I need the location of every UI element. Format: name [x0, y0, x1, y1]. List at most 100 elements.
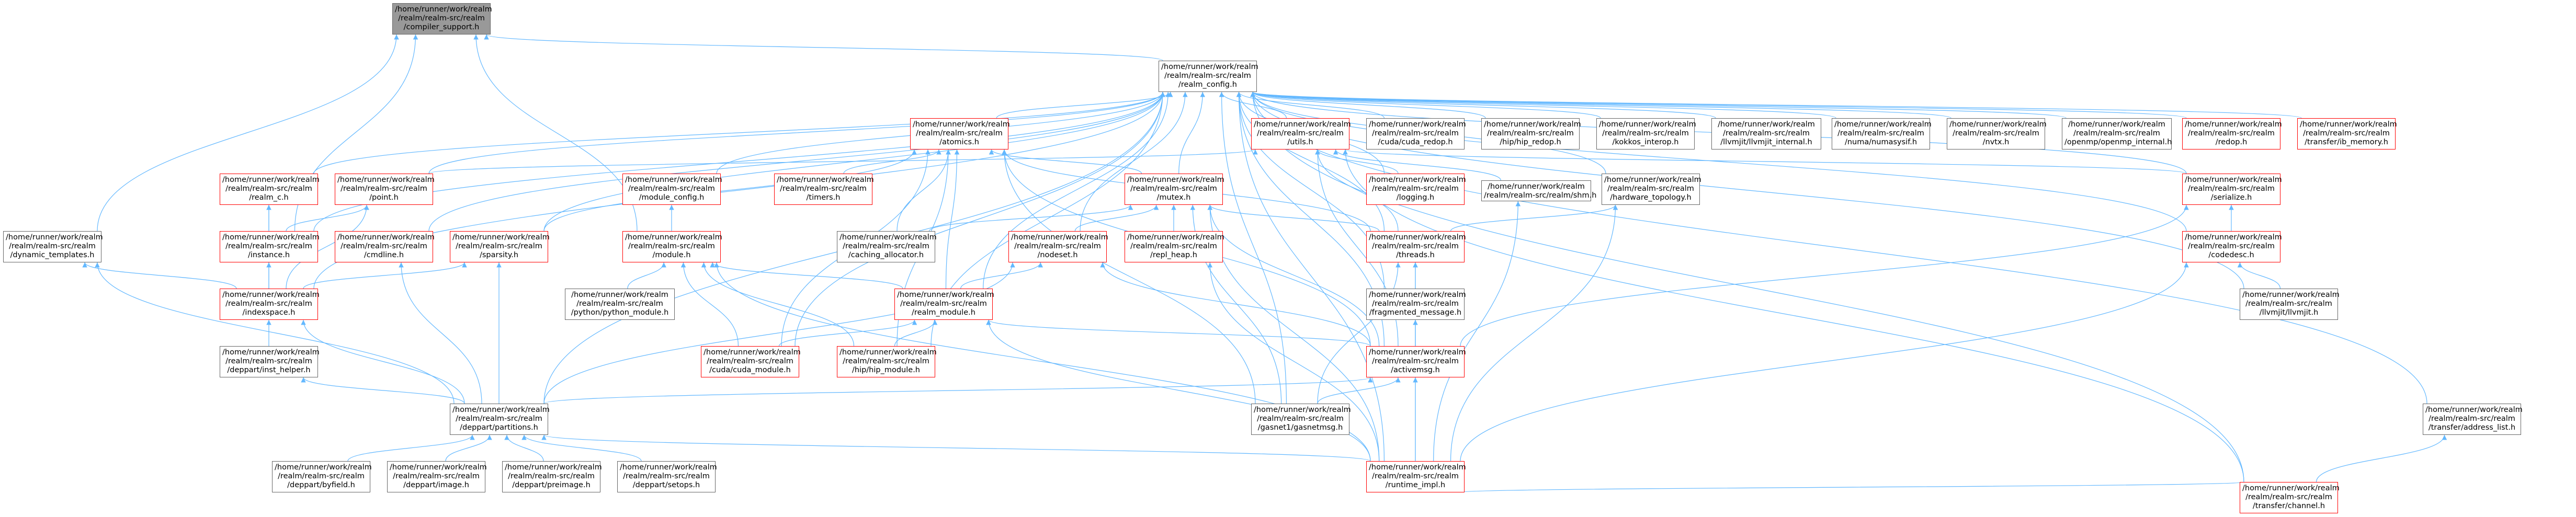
node-channel[interactable]: /home/runner/work/realm/realm/realm-src/…	[2240, 482, 2340, 513]
edge-address_list-to-channel	[2316, 434, 2447, 482]
edge-realm_config-to-nvtx	[1250, 91, 1951, 119]
node-llvmjit-internal[interactable]: /home/runner/work/realm/realm/realm-src/…	[1711, 118, 1821, 150]
node-hardware-topology[interactable]: /home/runner/work/realm/realm/realm-src/…	[1602, 174, 1701, 205]
node-setops[interactable]: /home/runner/work/realm/realm/realm-src/…	[617, 461, 717, 492]
node-cmdline[interactable]: /home/runner/work/realm/realm/realm-src/…	[335, 231, 435, 262]
node-instance[interactable]: /home/runner/work/realm/realm/realm-src/…	[220, 231, 320, 262]
node-realm-module[interactable]: /home/runner/work/realm/realm/realm-src/…	[894, 289, 994, 320]
node-module[interactable]: /home/runner/work/realm/realm/realm-src/…	[622, 231, 722, 262]
node-label-line: /home/runner/work/realm	[222, 233, 320, 242]
edge-utils-to-realmshm	[1333, 149, 1501, 181]
edge-runtime_impl-to-channel	[1458, 481, 2244, 493]
edge-partitions-to-image	[445, 434, 492, 462]
node-logging[interactable]: /home/runner/work/realm/realm/realm-src/…	[1366, 174, 1466, 205]
node-codedesc[interactable]: /home/runner/work/realm/realm/realm-src/…	[2182, 231, 2282, 262]
node-label-line: /transfer/ib_memory.h	[2305, 138, 2388, 146]
node-llvmjit[interactable]: /home/runner/work/realm/realm/realm-src/…	[2240, 289, 2340, 320]
edge-mutex-to-caching_allocator	[928, 204, 1133, 232]
node-kokkos-interop[interactable]: /home/runner/work/realm/realm/realm-src/…	[1596, 118, 1696, 150]
node-realm-c[interactable]: /home/runner/work/realm/realm/realm-src/…	[220, 174, 320, 205]
node-utils[interactable]: /home/runner/work/realm/realm/realm-src/…	[1251, 118, 1351, 150]
node-label-line: /home/runner/work/realm	[337, 176, 435, 184]
node-activemsg[interactable]: /home/runner/work/realm/realm/realm-src/…	[1366, 346, 1466, 377]
node-module-config[interactable]: /home/runner/work/realm/realm/realm-src/…	[622, 174, 722, 205]
node-runtime-impl[interactable]: /home/runner/work/realm/realm/realm-src/…	[1366, 461, 1466, 492]
node-label-line: /realm/realm-src/realm	[341, 185, 427, 193]
node-repl-heap[interactable]: /home/runner/work/realm/realm/realm-src/…	[1125, 231, 1224, 262]
node-cuda-module[interactable]: /home/runner/work/realm/realm/realm-src/…	[701, 346, 801, 377]
node-label-line: /home/runner/work/realm	[2185, 176, 2282, 184]
node-redop[interactable]: /home/runner/work/realm/realm/realm-src/…	[2182, 118, 2282, 150]
node-fragmented-message[interactable]: /home/runner/work/realm/realm/realm-src/…	[1366, 289, 1466, 320]
node-point[interactable]: /home/runner/work/realm/realm/realm-src/…	[335, 174, 435, 205]
node-label-line: /home/runner/work/realm	[1369, 233, 1466, 242]
node-address-list[interactable]: /home/runner/work/realm/realm/realm-src/…	[2423, 404, 2523, 435]
node-label-line: /realm/realm-src/realm	[1257, 415, 1344, 423]
edge-realm_config-to-instance	[313, 91, 1165, 232]
node-label-line: /realm/realm-src/realm	[1953, 129, 2039, 137]
edge-repl_heap-to-runtime_impl	[1207, 262, 1380, 462]
node-preimage[interactable]: /home/runner/work/realm/realm/realm-src/…	[502, 461, 602, 492]
node-cuda-redop[interactable]: /home/runner/work/realm/realm/realm-src/…	[1366, 118, 1466, 150]
node-image[interactable]: /home/runner/work/realm/realm/realm-src/…	[387, 461, 487, 492]
node-label-line: /realm/realm-src/realm	[2245, 493, 2332, 501]
node-label-line: /cuda/cuda_module.h	[709, 366, 791, 374]
node-nodeset[interactable]: /home/runner/work/realm/realm/realm-src/…	[1008, 231, 1108, 262]
edge-module-to-cuda_module	[680, 262, 739, 347]
node-ib-memory[interactable]: /home/runner/work/realm/realm/realm-src/…	[2297, 118, 2397, 150]
node-label-line: /home/runner/work/realm	[1127, 176, 1224, 184]
edge-compiler_support-to-dynamic_templates	[97, 34, 399, 232]
edge-threads-to-gasnet1	[1317, 262, 1401, 404]
node-nvtx[interactable]: /home/runner/work/realm/realm/realm-src/…	[1947, 118, 2047, 150]
edge-activemsg-to-partitions	[543, 377, 1373, 404]
node-sparsity[interactable]: /home/runner/work/realm/realm/realm-src/…	[450, 231, 550, 262]
node-label-line: /cmdline.h	[364, 251, 404, 259]
node-label-line: /realm/realm-src/realm	[1837, 129, 1924, 137]
edge-realm_config-to-point	[428, 91, 1165, 174]
node-label-line: /home/runner/work/realm	[1254, 120, 1351, 129]
node-label-line: /redop.h	[2215, 138, 2248, 146]
node-label-line: /serialize.h	[2210, 193, 2252, 202]
node-indexspace[interactable]: /home/runner/work/realm/realm/realm-src/…	[220, 289, 320, 320]
node-timers[interactable]: /home/runner/work/realm/realm/realm-src/…	[774, 174, 874, 205]
node-hip-redop[interactable]: /home/runner/work/realm/realm/realm-src/…	[1481, 118, 1581, 150]
node-numasysif[interactable]: /home/runner/work/realm/realm/realm-src/…	[1832, 118, 1932, 150]
edge-codedesc-to-llvmjit	[2237, 262, 2281, 289]
edge-realm_module-to-cuda_module	[778, 319, 917, 347]
node-label-line: /home/runner/work/realm	[620, 463, 717, 472]
edge-module-to-hip_module	[701, 262, 855, 347]
node-caching-allocator[interactable]: /home/runner/work/realm/realm/realm-src/…	[837, 231, 937, 262]
node-mutex[interactable]: /home/runner/work/realm/realm/realm-src/…	[1125, 174, 1224, 205]
node-label-line: /realm/realm-src/realm	[456, 415, 542, 423]
edge-atomics-to-caching_allocator	[897, 149, 951, 232]
node-label-line: /realm/realm-src/realm	[576, 300, 663, 308]
node-label-line: /sparsity.h	[479, 251, 519, 259]
node-python-module[interactable]: /home/runner/work/realm/realm/realm-src/…	[565, 289, 675, 320]
node-byfield[interactable]: /home/runner/work/realm/realm/realm-src/…	[272, 461, 372, 492]
edge-realm_config-to-runtime_impl	[1236, 91, 1385, 462]
node-partitions[interactable]: /home/runner/work/realm/realm/realm-src/…	[450, 404, 550, 435]
node-label-line: /realm_config.h	[1178, 81, 1237, 89]
node-threads[interactable]: /home/runner/work/realm/realm/realm-src/…	[1366, 231, 1466, 262]
node-label-line: /realm/realm-src/realm	[1602, 129, 1689, 137]
node-label-line: /logging.h	[1396, 193, 1435, 202]
node-label-line: /home/runner/work/realm	[2242, 484, 2340, 492]
node-openmp-internal[interactable]: /home/runner/work/realm/realm/realm-src/…	[2062, 118, 2172, 150]
node-serialize[interactable]: /home/runner/work/realm/realm/realm-src/…	[2182, 174, 2282, 205]
node-hip-module[interactable]: /home/runner/work/realm/realm/realm-src/…	[837, 346, 937, 377]
node-label-line: /home/runner/work/realm	[1488, 182, 1585, 191]
node-label-line: /home/runner/work/realm	[703, 348, 801, 357]
node-label-line: /gasnet1/gasnetmsg.h	[1257, 423, 1343, 432]
node-gasnet1[interactable]: /home/runner/work/realm/realm/realm-src/…	[1251, 404, 1351, 435]
node-label-line: /repl_heap.h	[1150, 251, 1197, 259]
node-atomics[interactable]: /home/runner/work/realm/realm/realm-src/…	[910, 118, 1010, 150]
node-label-line: /instance.h	[247, 251, 290, 259]
node-inst-helper[interactable]: /home/runner/work/realm/realm/realm-src/…	[220, 346, 320, 377]
edge-realm_config-to-kokkos_interop	[1250, 91, 1601, 119]
node-label-line: /realm/realm-src/realm	[2303, 129, 2390, 137]
edge-realm_config-to-cmdline	[428, 91, 1165, 232]
node-realm-config[interactable]: /home/runner/work/realm/realm/realm-src/…	[1159, 61, 1258, 92]
node-label-line: /llvmjit/llvmjit_internal.h	[1720, 138, 1812, 146]
node-realmshm[interactable]: /home/runner/work/realm/realm/realm-src/…	[1481, 180, 1596, 201]
node-dynamic-templates[interactable]: /home/runner/work/realm/realm/realm-src/…	[3, 231, 103, 262]
